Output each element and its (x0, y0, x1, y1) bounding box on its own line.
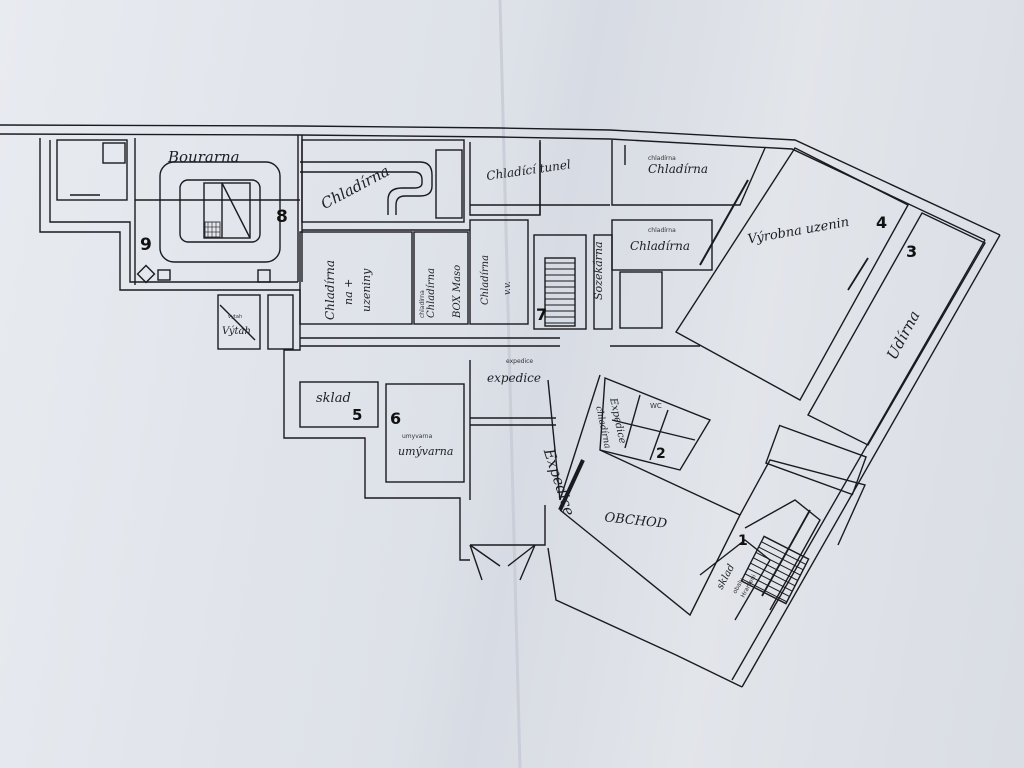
room-sublabel-umyvarna: umyvarna (402, 433, 433, 440)
room-number-6: 6 (390, 409, 401, 428)
room-label-chladirna-mid: Chladírna (630, 239, 690, 253)
room-label-obchod: OBCHOD (604, 510, 669, 532)
room-sublabel-chladirna-right: chladírna (648, 155, 676, 162)
room-label-chladirna-box-2: BOX Maso (452, 265, 463, 319)
room-number-1: 1 (738, 533, 748, 549)
room-label-sozekarna: Sozekárna (592, 241, 605, 300)
room-number-5: 5 (352, 406, 362, 424)
room-label-chladirna-top: Chladírna (318, 162, 393, 213)
room-label-chladirna-box-1: Chladírna (426, 268, 437, 318)
room-label-sklad: sklad (316, 391, 351, 406)
room-label-chladirna-uzeniny-1: Chladírna (323, 260, 337, 320)
room-label-chladirna-vv-2: v.v. (503, 281, 513, 295)
room-label-bourarna: Bourarna (167, 148, 240, 166)
room-sublabel-expedice: expedice (506, 358, 533, 365)
room-label-chladirna-right: Chladírna (648, 162, 708, 176)
room-label-chladirna-vv-1: Chladírna (480, 255, 491, 305)
room-label-expedice: expedice (487, 371, 541, 385)
room-label-vytah: Výtah (222, 326, 251, 337)
walls (0, 124, 1001, 688)
room-label-chladirna-uzeniny-3: uzeniny (360, 268, 373, 312)
room-sublabel-vytah: vytah (228, 314, 242, 320)
room-label-chladirna-uzeniny-2: na + (342, 279, 355, 305)
room-number-3: 3 (906, 242, 917, 261)
room-label-udirna: Udírna (883, 308, 924, 363)
room-number-8: 8 (276, 207, 288, 227)
room-number-7: 7 (536, 305, 547, 324)
room-sublabel-chladirna-box: chladírna (419, 290, 426, 318)
room-number-9: 9 (140, 235, 152, 255)
room-label-vyrobna-uzenin: Výrobna uzenin (747, 215, 851, 248)
room-number-4: 4 (876, 213, 887, 232)
room-number-2: 2 (656, 446, 666, 462)
room-sublabel-chladirna-mid: chladírna (648, 227, 676, 234)
fixture-label-wc: WC (650, 402, 662, 410)
room-label-umyvarna: umývarna (398, 445, 453, 458)
room-label-chladici-tunel: Chladící tunel (485, 157, 571, 183)
